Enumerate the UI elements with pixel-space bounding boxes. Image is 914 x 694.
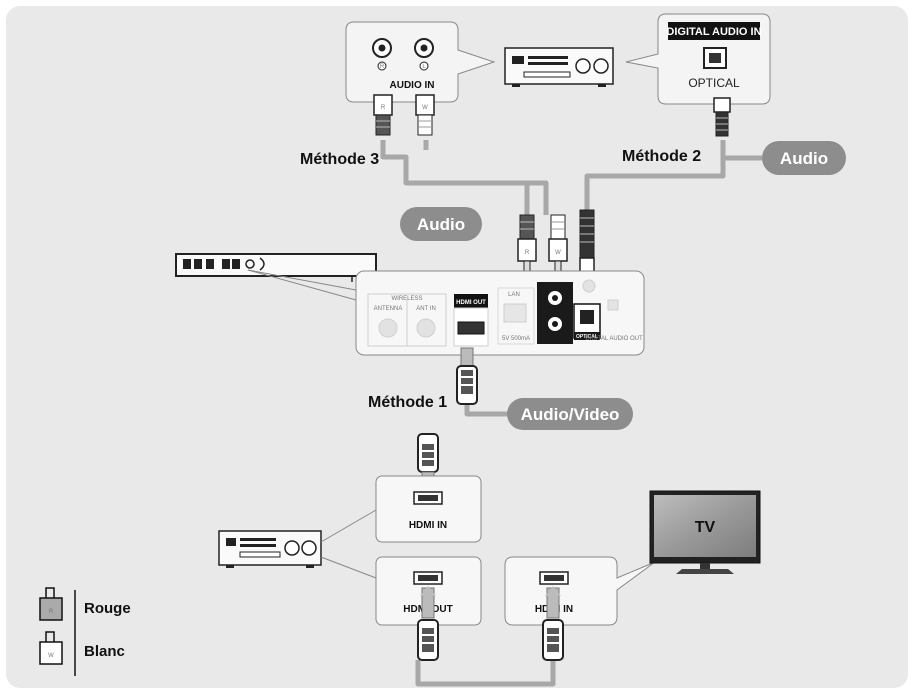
audio-video-pill-text: Audio/Video — [521, 405, 620, 424]
av-receiver-icon — [218, 530, 322, 568]
method2-label: Méthode 2 — [622, 148, 701, 165]
optical-label: OPTICAL — [688, 76, 740, 90]
player-back-panel: WIRELESS ANTENNA ANT IN HDMI OUT LAN 5V … — [355, 270, 645, 356]
tv-hdmi-in-box: HDMI IN — [504, 556, 656, 626]
hdmi-plug-method1-icon — [456, 347, 478, 405]
svg-text:R: R — [381, 105, 386, 111]
audio-in-r-label: R — [380, 64, 385, 70]
panel-dc-label: 5V 500mA — [502, 336, 530, 342]
audio-in-callout: R L AUDIO IN — [345, 21, 496, 103]
svg-text:R: R — [525, 250, 530, 256]
panel-antenna-in-label: ANT IN — [416, 306, 436, 312]
rca-plug-white-bottom-icon: W — [548, 214, 568, 276]
digital-audio-in-label: DIGITAL AUDIO IN — [666, 26, 761, 38]
tv-icon: TV — [649, 490, 761, 574]
legend-white-plug-icon: W — [39, 631, 63, 665]
blu-ray-player-icon — [175, 253, 377, 282]
panel-hdmi-out-label: HDMI OUT — [456, 300, 486, 306]
panel-digital-audio-out-label: DIGITAL AUDIO OUT — [585, 336, 643, 342]
receiver-hdmi-in-box: HDMI IN — [375, 475, 482, 543]
rca-plug-red-bottom-icon: R — [517, 214, 537, 276]
audio-pill-left: Audio — [400, 207, 482, 241]
legend-white-label: Blanc — [84, 643, 125, 660]
hdmi-plug-tv-in-icon — [542, 586, 564, 661]
cables — [380, 140, 762, 687]
optical-plug-top-icon — [713, 97, 731, 137]
audio-in-l-label: L — [422, 64, 426, 70]
cable-method1 — [464, 405, 512, 417]
panel-antenna-tv-label: ANTENNA — [374, 306, 403, 312]
rca-plug-white-icon: W — [415, 94, 435, 136]
cable-method2 — [584, 140, 726, 210]
panel-wireless-label: WIRELESS — [391, 296, 422, 302]
rca-plugs-top: R W — [373, 94, 435, 136]
svg-text:W: W — [48, 653, 54, 659]
svg-text:W: W — [555, 250, 561, 256]
method1-label: Méthode 1 — [368, 394, 447, 411]
audio-pill-right: Audio — [762, 141, 846, 175]
audio-pill-left-text: Audio — [417, 215, 465, 234]
svg-text:R: R — [49, 609, 54, 615]
player-callout-leader — [247, 269, 357, 301]
cable-receiver-tv — [415, 660, 556, 687]
panel-optical-label: OPTICAL — [576, 334, 598, 340]
audio-in-label: AUDIO IN — [390, 80, 435, 91]
cable-method3 — [380, 140, 549, 215]
tv-label: TV — [695, 519, 716, 536]
audio-pill-right-text: Audio — [780, 149, 828, 168]
panel-lan-label: LAN — [508, 292, 520, 298]
legend-red-label: Rouge — [84, 600, 131, 617]
legend-red-plug-icon: R — [39, 587, 63, 621]
digital-audio-in-callout: DIGITAL AUDIO IN OPTICAL — [625, 13, 771, 105]
hdmi-plug-receiver-out-icon — [417, 586, 439, 661]
audio-video-pill: Audio/Video — [507, 398, 633, 430]
receiver-hdmi-in-label: HDMI IN — [409, 520, 447, 531]
receiver-callout-leader — [320, 509, 377, 579]
rca-plug-red-icon: R — [373, 94, 393, 136]
method3-label: Méthode 3 — [300, 151, 379, 168]
svg-text:W: W — [422, 105, 428, 111]
audio-receiver-top-icon — [504, 47, 614, 87]
color-legend: R Rouge W Blanc — [39, 587, 131, 676]
